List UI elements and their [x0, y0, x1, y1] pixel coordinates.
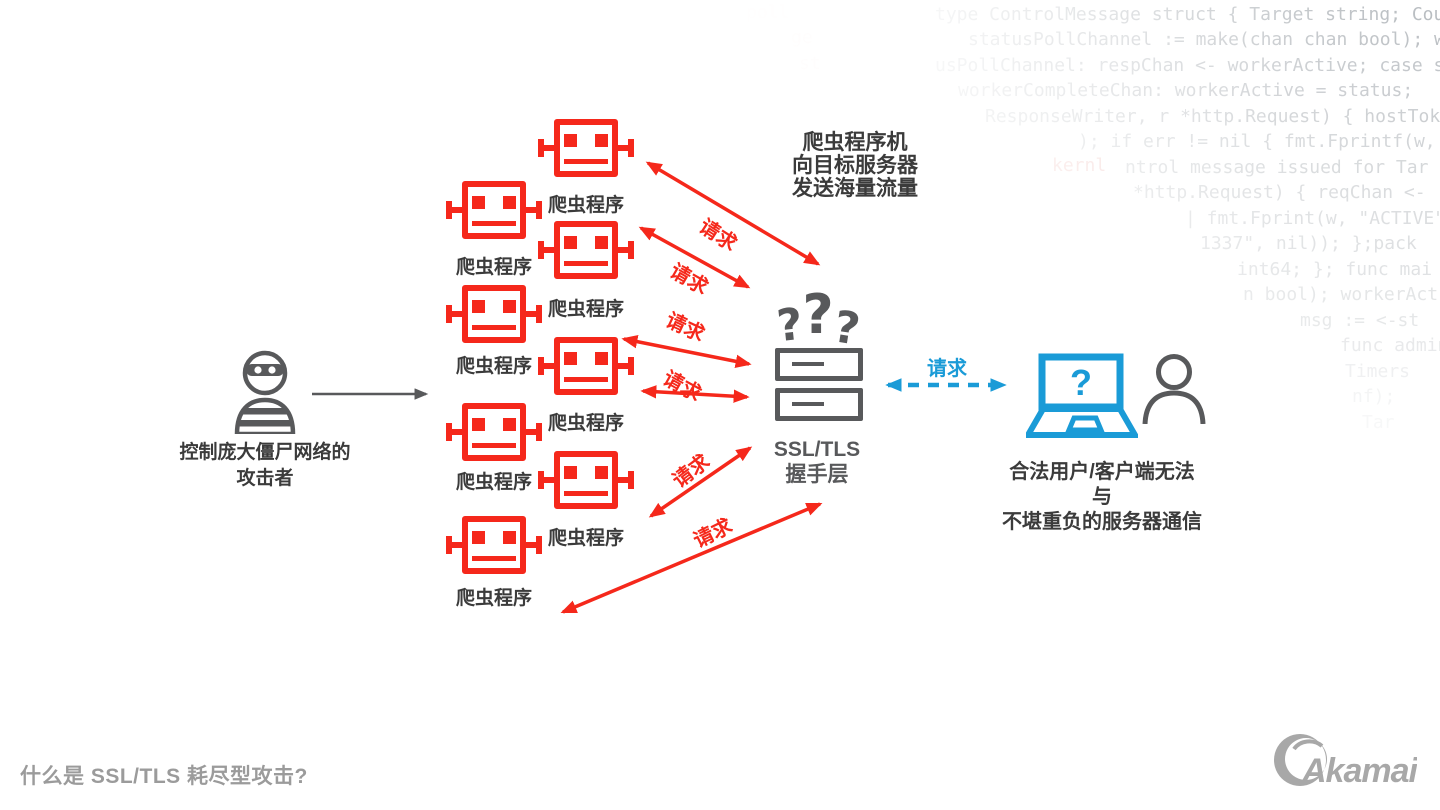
- server-icon: [775, 388, 863, 421]
- bot-icon: [538, 451, 634, 509]
- attacker-icon: [234, 350, 296, 434]
- laptop-question-mark: ?: [1070, 362, 1092, 403]
- bot-label: 爬虫程序: [455, 588, 532, 609]
- page-title: 什么是 SSL/TLS 耗尽型攻击?: [20, 765, 308, 788]
- server-icon: [775, 348, 863, 381]
- bot-label: 爬虫程序: [455, 356, 532, 377]
- attack-traffic-note: 爬虫程序机 向目标服务器 发送海量流量: [792, 131, 918, 200]
- user-icon: [1142, 354, 1206, 424]
- bot-icon: [538, 119, 634, 177]
- bot-icon: [538, 337, 634, 395]
- bot-icon: [446, 403, 542, 461]
- client-request-label: 请求: [927, 358, 967, 380]
- bot-label: 爬虫程序: [547, 195, 624, 216]
- bot-icon: [446, 516, 542, 574]
- overload-question-marks: ???: [774, 283, 864, 356]
- akamai-logo: Akamai: [1272, 732, 1421, 794]
- bot-icon: [538, 221, 634, 279]
- bot-label: 爬虫程序: [455, 472, 532, 493]
- laptop-icon: ?: [1026, 353, 1138, 438]
- client-caption: 合法用户/客户端无法与 不堪重负的服务器通信: [1002, 461, 1202, 533]
- bot-label: 爬虫程序: [547, 299, 624, 320]
- bot-label: 爬虫程序: [547, 413, 624, 434]
- request-arrow: [560, 502, 823, 614]
- bot-icon: [446, 285, 542, 343]
- ssl-handshake-label: SSL/TLS 握手层: [773, 438, 861, 486]
- bot-label: 爬虫程序: [455, 257, 532, 278]
- akamai-wordmark: Akamai: [1301, 752, 1417, 790]
- akamai-crescent-icon: Akamai: [1274, 734, 1421, 790]
- bot-label: 爬虫程序: [547, 528, 624, 549]
- bot-icon: [446, 181, 542, 239]
- attacker-caption: 控制庞大僵尸网络的 攻击者: [179, 442, 351, 489]
